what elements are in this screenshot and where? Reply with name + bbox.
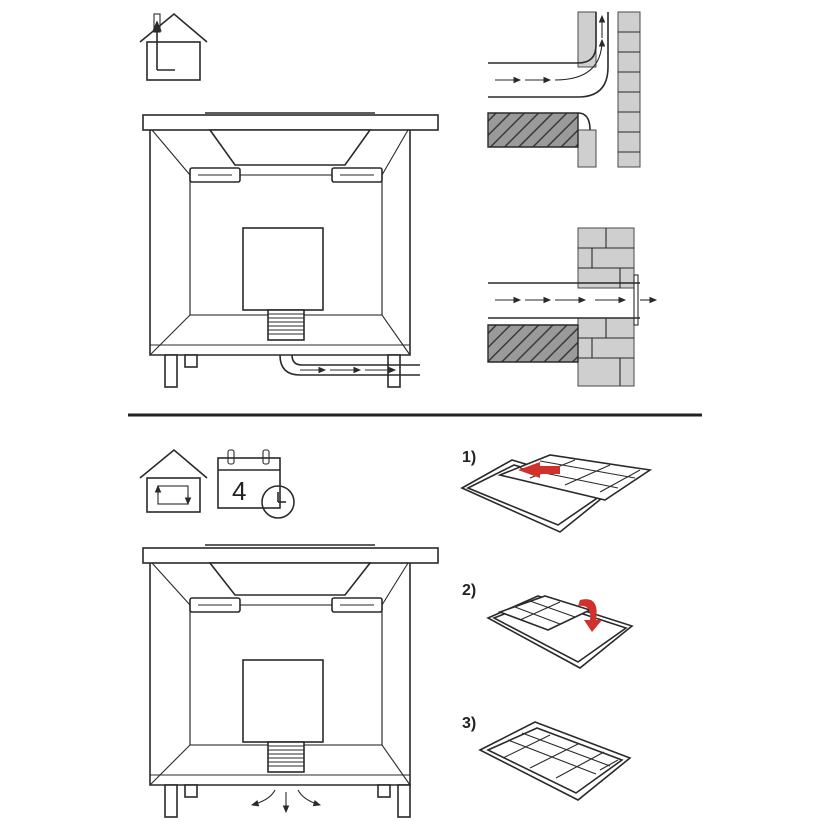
filter-step-1-label: 1) — [462, 449, 476, 466]
cabinet-ducted — [142, 112, 439, 388]
house-recirculation-icon — [139, 448, 208, 513]
filter-step-2: 2) — [462, 582, 634, 669]
cabinet-recirculation — [142, 544, 439, 818]
duct-wall-outlet-detail — [487, 227, 658, 387]
lift-direction-arrow — [578, 599, 602, 632]
filter-step-3: 3) — [462, 715, 632, 801]
filter-step-1: 1) — [460, 449, 653, 533]
slide-direction-arrow — [518, 462, 560, 478]
duct-vertical-outlet-detail — [487, 11, 641, 168]
calendar-interval-number: 4 — [232, 476, 246, 506]
calendar-clock-icon: 4 — [217, 449, 295, 519]
filter-step-2-label: 2) — [462, 582, 476, 599]
house-ducted-extraction-icon — [139, 12, 208, 81]
filter-step-3-label: 3) — [462, 715, 476, 732]
